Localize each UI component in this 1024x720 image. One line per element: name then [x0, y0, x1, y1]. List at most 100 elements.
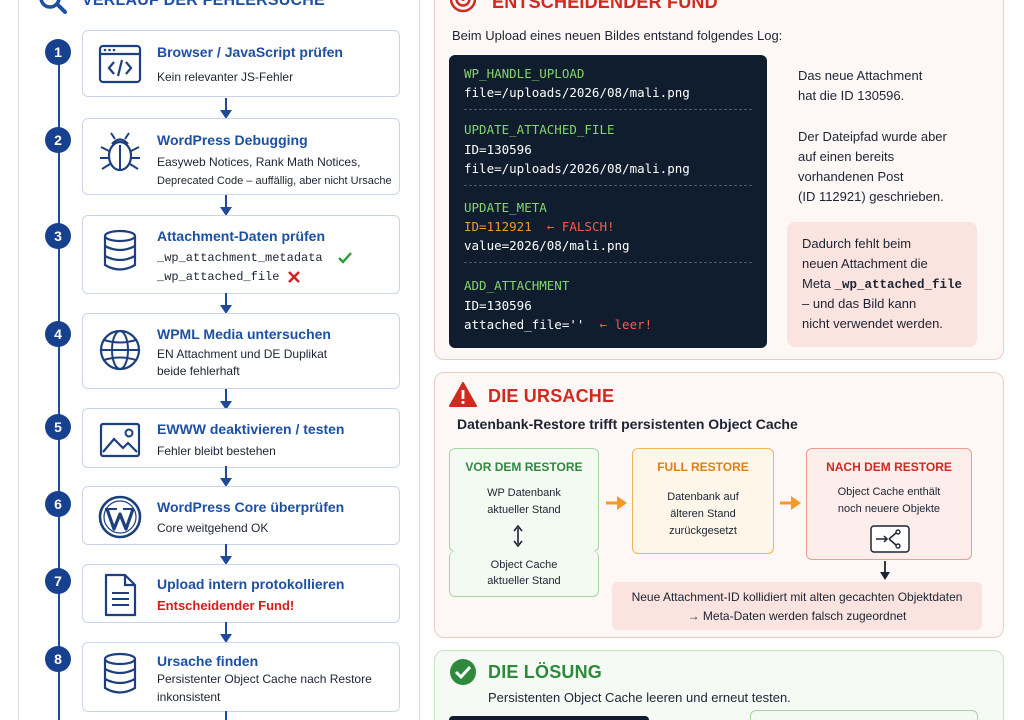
- note-line: hat die ID 130596.: [798, 88, 905, 103]
- step-text: _wp_attachment_metadata: [157, 251, 323, 265]
- timeline-line: [58, 52, 60, 720]
- solution-panel: [434, 650, 1004, 720]
- log-line: value=2026/08/mali.png: [464, 238, 630, 253]
- arrow-right-icon: [606, 496, 627, 510]
- callout-text: Meta: [802, 276, 835, 291]
- step-title: WordPress Core überprüfen: [157, 499, 345, 515]
- timeline-title: VERLAUF DER FEHLERSUCHE: [82, 0, 325, 9]
- box-text: zurückgesetzt: [669, 525, 737, 537]
- arrow-down-icon: [220, 389, 232, 410]
- step-text: Easyweb Notices, Rank Math Notices,: [157, 155, 361, 169]
- after-restore-box: NACH DEM RESTORE Object Cache enthält no…: [806, 448, 972, 560]
- note-line: (ID 112921) geschrieben.: [798, 189, 944, 204]
- box-text: aktueller Stand: [487, 504, 561, 516]
- log-attached-file: attached_file='': [464, 317, 585, 332]
- globe-icon: [99, 329, 141, 371]
- log-wrong-id: ID=112921: [464, 219, 532, 234]
- target-icon: [450, 0, 476, 13]
- finding-note-path: Der Dateipfad wurde aber auf einen berei…: [798, 127, 947, 207]
- log-empty-note: ← leer!: [599, 317, 653, 332]
- step-text: Fehler bleibt bestehen: [157, 444, 276, 458]
- box-text: Object Cache: [490, 559, 558, 571]
- cause-title: DIE URSACHE: [488, 386, 615, 406]
- box-title: VOR DEM RESTORE: [465, 460, 583, 474]
- check-circle-icon: [450, 659, 476, 685]
- step-wordpress-debugging: WordPress Debugging Easyweb Notices, Ran…: [82, 118, 400, 195]
- arrow-down-icon: [225, 711, 227, 720]
- box-text: noch neuere Objekte: [837, 503, 941, 515]
- arrow-down-icon: [220, 293, 232, 314]
- log-line: attached_file='' ← leer!: [464, 317, 652, 332]
- log-separator: [464, 262, 752, 263]
- arrow-down-icon: [220, 622, 232, 643]
- log-wrong-note: ← FALSCH!: [546, 219, 615, 234]
- step-browser-js: Browser / JavaScript prüfen Kein relevan…: [82, 30, 400, 97]
- key-finding-intro: Beim Upload eines neuen Bildes entstand …: [452, 28, 783, 43]
- arrow-down-icon: [220, 195, 232, 216]
- step-wpml-media: WPML Media untersuchen EN Attachment und…: [82, 313, 400, 389]
- callout-line: – und das Bild kann: [802, 296, 917, 311]
- step-ewww: EWWW deaktivieren / testen Fehler bleibt…: [82, 408, 400, 468]
- wordpress-logo-icon: [98, 495, 142, 539]
- callout-line: neuen Attachment die: [802, 256, 928, 271]
- step-wordpress-core: WordPress Core überprüfen Core weitgehen…: [82, 486, 400, 545]
- note-line: auf einen bereits: [798, 149, 895, 164]
- collision-callout: Neue Attachment-ID kollidiert mit alten …: [612, 582, 982, 630]
- step-text: Core weitgehend OK: [157, 521, 269, 535]
- log-line: ID=130596: [464, 298, 532, 313]
- database-icon: [103, 229, 137, 271]
- image-icon: [99, 422, 141, 458]
- step-upload-logging: Upload intern protokollieren Entscheiden…: [82, 564, 400, 623]
- step-title: Ursache finden: [157, 653, 259, 669]
- finding-note-id: Das neue Attachment hat die ID 130596.: [798, 66, 922, 106]
- box-text: Object Cache enthält: [837, 486, 941, 498]
- step-number: 6: [45, 491, 71, 517]
- step-title: Browser / JavaScript prüfen: [157, 44, 343, 60]
- step-title: Attachment-Daten prüfen: [157, 228, 326, 244]
- arrow-down-icon: [880, 561, 890, 580]
- box-title: FULL RESTORE: [657, 460, 749, 474]
- cause-subtitle: Datenbank-Restore trifft persistenten Ob…: [457, 416, 798, 432]
- log-line: ID=130596: [464, 142, 532, 157]
- solution-code-block: [449, 716, 649, 720]
- box-text: WP Datenbank: [487, 487, 561, 499]
- callout-line: nicht verwendet werden.: [802, 316, 943, 331]
- cache-object-icon: [870, 525, 910, 553]
- box-text: aktueller Stand: [487, 575, 561, 587]
- step-text: _wp_attached_file: [157, 270, 280, 284]
- log-line: file=/uploads/2026/08/mali.png: [464, 85, 690, 100]
- step-attachment-data: Attachment-Daten prüfen _wp_attachment_m…: [82, 215, 400, 294]
- solution-result-box: [750, 710, 978, 720]
- log-separator: [464, 185, 752, 186]
- step-text: beide fehlerhaft: [157, 364, 240, 378]
- callout-line: Meta _wp_attached_file: [802, 274, 962, 295]
- box-title: NACH DEM RESTORE: [826, 460, 952, 474]
- step-text: Deprecated Code – auffällig, aber nicht …: [157, 175, 392, 187]
- step-number: 5: [45, 414, 71, 440]
- arrow-right-icon: [780, 496, 801, 510]
- database-icon: [103, 652, 137, 694]
- updown-arrow-icon: [513, 525, 523, 547]
- log-line: ID=112921 ← FALSCH!: [464, 219, 615, 234]
- cross-icon: [288, 271, 300, 283]
- arrow-down-icon: [220, 544, 232, 565]
- upload-log-code: WP_HANDLE_UPLOAD file=/uploads/2026/08/m…: [449, 55, 767, 348]
- note-line: vorhandenen Post: [798, 169, 904, 184]
- step-find-cause: Ursache finden Persistenter Object Cache…: [82, 642, 400, 712]
- log-line: WP_HANDLE_UPLOAD: [464, 66, 585, 81]
- arrow-down-icon: [220, 98, 232, 119]
- log-line: file=/uploads/2026/08/mali.png: [464, 161, 690, 176]
- callout-line: → Meta-Daten werden falsch zugeordnet: [687, 609, 907, 623]
- solution-subtitle: Persistenten Object Cache leeren und ern…: [488, 690, 791, 705]
- log-line: UPDATE_META: [464, 200, 547, 215]
- note-line: Das neue Attachment: [798, 68, 923, 83]
- step-number: 1: [45, 39, 71, 65]
- document-icon: [104, 573, 137, 617]
- solution-title: DIE LÖSUNG: [488, 662, 603, 682]
- step-number: 7: [45, 568, 71, 594]
- before-cache-box: Object Cache aktueller Stand: [449, 551, 599, 597]
- box-text: Datenbank auf: [667, 491, 739, 503]
- full-restore-box: FULL RESTORE Datenbank auf älteren Stand…: [632, 448, 774, 554]
- step-title: WPML Media untersuchen: [157, 326, 331, 342]
- step-text: Persistenter Object Cache nach Restore: [157, 672, 372, 686]
